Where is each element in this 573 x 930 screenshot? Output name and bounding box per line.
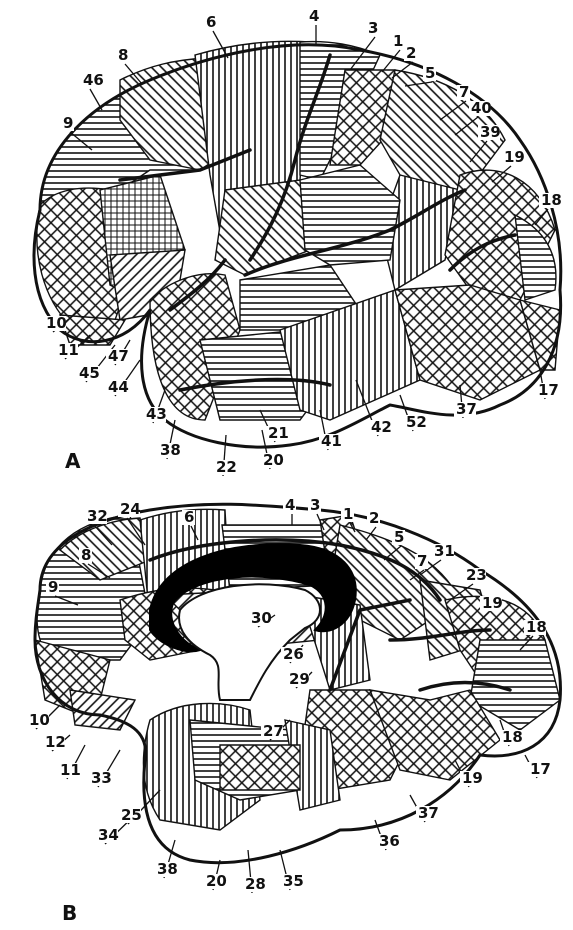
area-number-label: 44 — [108, 378, 129, 396]
area-number-label: 4 — [309, 7, 319, 25]
area-number-label: 41 — [321, 432, 342, 450]
area-number-label: 2 — [406, 44, 416, 62]
area-number-label: 10 — [46, 314, 67, 332]
area-number-label: 27 — [263, 722, 284, 740]
area-number-label: 8 — [81, 546, 91, 564]
cortical-area-region — [395, 285, 540, 400]
area-number-label: 37 — [456, 400, 477, 418]
area-number-label: 40 — [471, 99, 492, 117]
area-number-label: 20 — [263, 451, 284, 469]
area-number-label: 39 — [480, 123, 501, 141]
area-number-label: 26 — [283, 645, 304, 663]
area-number-label: 17 — [530, 760, 551, 778]
area-number-label: 8 — [118, 46, 128, 64]
area-number-label: 1 — [393, 32, 403, 50]
area-number-label: 22 — [216, 458, 237, 476]
area-number-label: 38 — [160, 441, 181, 459]
leader-line — [382, 50, 400, 72]
area-number-label: 32 — [87, 507, 108, 525]
area-number-label: 28 — [245, 875, 266, 893]
leader-line — [90, 89, 102, 110]
area-number-label: 3 — [310, 496, 320, 514]
area-number-label: 20 — [206, 872, 227, 890]
area-number-label: 11 — [60, 761, 81, 779]
area-number-label: 18 — [541, 191, 562, 209]
area-number-label: 9 — [48, 578, 58, 596]
area-number-label: 6 — [184, 508, 194, 526]
area-number-label: 35 — [283, 872, 304, 890]
area-number-label: 1 — [343, 505, 353, 523]
area-number-label: 47 — [108, 347, 129, 365]
area-number-label: 11 — [58, 341, 79, 359]
area-number-label: 19 — [462, 769, 483, 787]
area-number-label: 34 — [98, 826, 119, 844]
area-number-label: 12 — [45, 733, 66, 751]
area-number-label: 42 — [371, 418, 392, 436]
area-number-label: 52 — [406, 413, 427, 431]
area-number-label: 4 — [285, 496, 295, 514]
area-number-label: 18 — [526, 618, 547, 636]
area-number-label: 6 — [206, 13, 216, 31]
area-number-label: 23 — [466, 566, 487, 584]
cortical-area-region — [215, 180, 310, 275]
area-number-label: 7 — [459, 83, 469, 101]
area-number-label: 19 — [482, 594, 503, 612]
cortical-area-region — [300, 165, 400, 265]
area-number-label: 36 — [379, 832, 400, 850]
area-number-label: 10 — [29, 711, 50, 729]
area-number-label: 9 — [63, 114, 73, 132]
area-number-label: 25 — [121, 806, 142, 824]
area-number-label: 3 — [368, 19, 378, 37]
area-number-label: 46 — [83, 71, 104, 89]
area-number-label: 5 — [394, 528, 404, 546]
area-number-label: 43 — [146, 405, 167, 423]
area-number-label: 37 — [418, 804, 439, 822]
panel-letter-a: A — [65, 449, 81, 473]
area-number-label: 38 — [157, 860, 178, 878]
area-number-label: 29 — [289, 670, 310, 688]
area-number-label: 2 — [369, 509, 379, 527]
area-number-label: 30 — [251, 609, 272, 627]
area-number-label: 31 — [434, 542, 455, 560]
area-number-label: 19 — [504, 148, 525, 166]
area-number-label: 45 — [79, 364, 100, 382]
area-number-label: 5 — [425, 64, 435, 82]
panel-letter-b: B — [62, 901, 77, 925]
area-number-label: 18 — [502, 728, 523, 746]
area-number-label: 17 — [538, 381, 559, 399]
area-number-label: 7 — [417, 552, 427, 570]
area-number-label: 33 — [91, 769, 112, 787]
area-number-label: 21 — [268, 424, 289, 442]
area-number-label: 24 — [120, 500, 141, 518]
cortical-area-region — [220, 745, 300, 790]
